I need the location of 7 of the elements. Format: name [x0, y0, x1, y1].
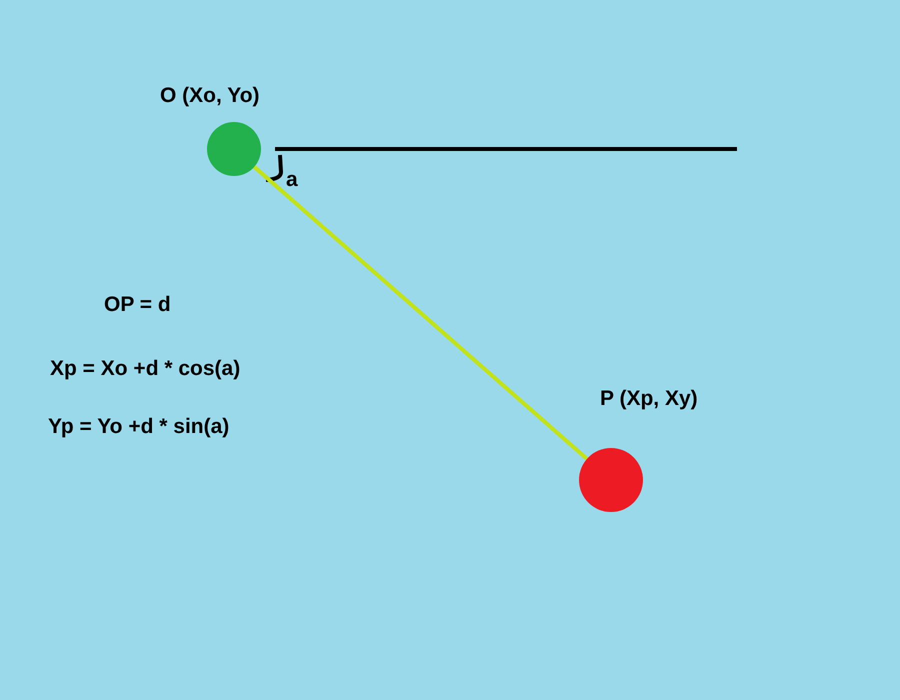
point-label: P (Xp, Xy) — [600, 386, 698, 412]
equation: Xp = Xo +d * cos(a) — [50, 356, 240, 382]
equation: OP = d — [104, 292, 171, 318]
segment-line — [252, 165, 588, 460]
angle-label: a — [286, 167, 298, 193]
point-label: O (Xo, Yo) — [160, 83, 260, 109]
equation: Yp = Yo +d * sin(a) — [48, 414, 230, 440]
